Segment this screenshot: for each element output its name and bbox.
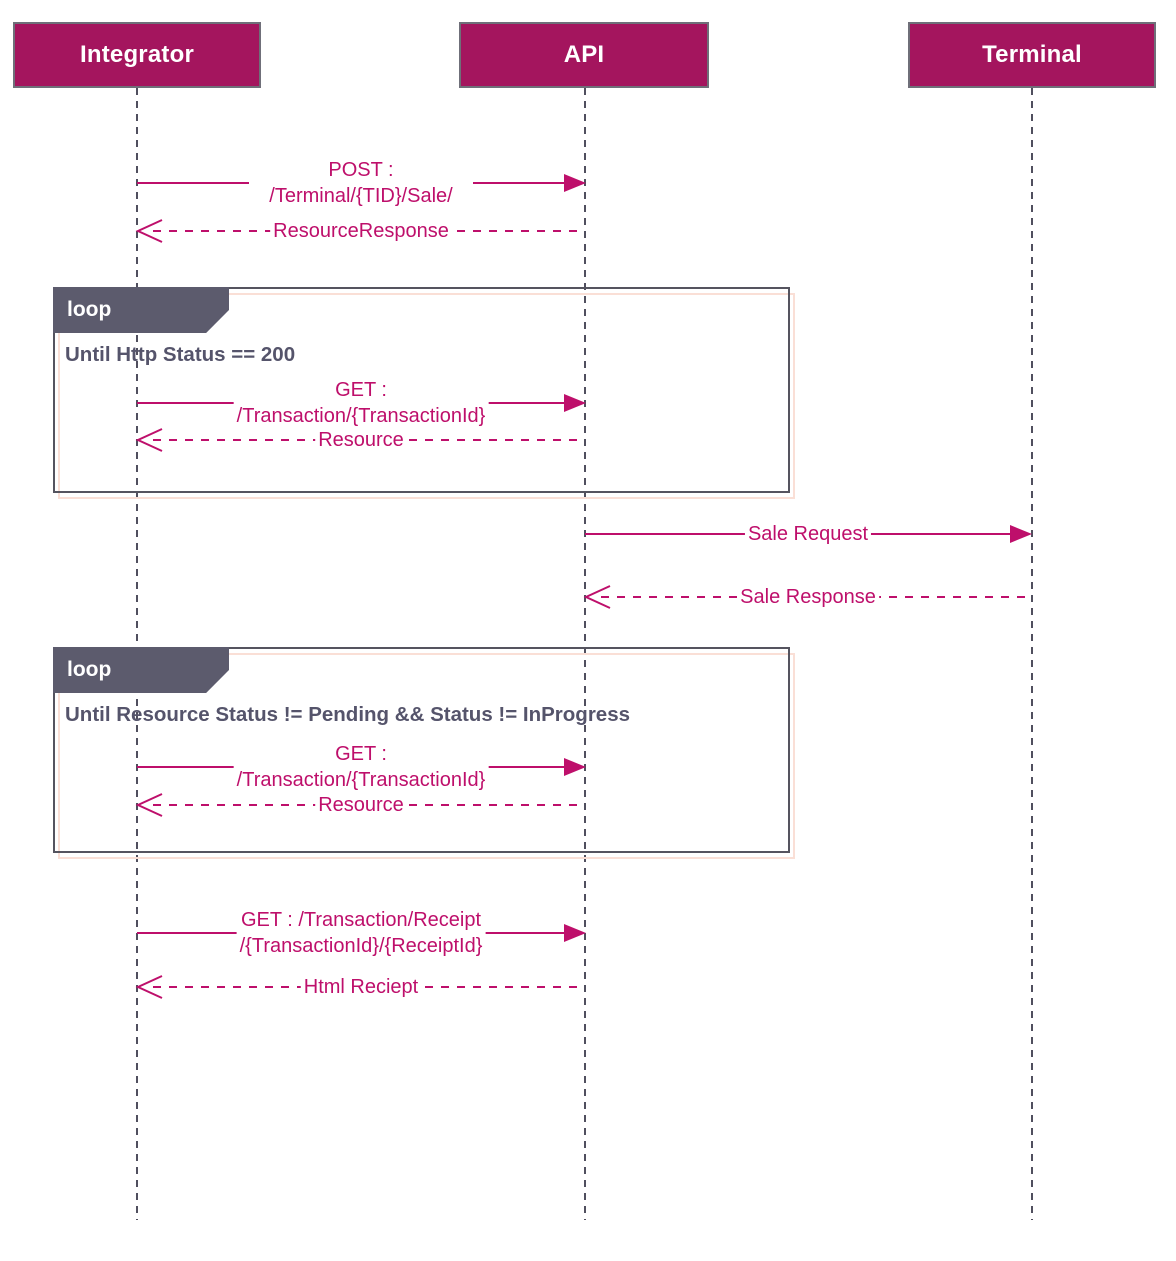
message-label: Resource (315, 792, 407, 818)
filled-arrowhead-icon (564, 924, 586, 942)
loop-1-shadow (58, 293, 795, 499)
open-arrowhead-icon (135, 428, 163, 452)
loop-fragment-1: loop Until Http Status == 200 (53, 287, 790, 493)
message-label: Sale Request (744, 521, 872, 547)
filled-arrowhead-icon (1010, 525, 1032, 543)
open-arrowhead-icon (583, 585, 611, 609)
loop-operator-label: loop (67, 298, 112, 321)
filled-arrowhead-icon (564, 758, 586, 776)
loop-fragment-2: loop Until Resource Status != Pending &&… (53, 647, 790, 853)
loop-2-shadow (58, 653, 795, 859)
participant-terminal: Terminal (908, 22, 1156, 88)
participant-label: Integrator (79, 41, 194, 68)
message-label: Html Reciept (300, 974, 422, 1000)
open-arrowhead-icon (135, 793, 163, 817)
message-label: GET : /Transaction/{TransactionId} (233, 741, 489, 793)
loop-operator-label: loop (67, 658, 112, 681)
message-label: GET : /Transaction/Receipt /{Transaction… (236, 907, 486, 959)
participant-api: API (459, 22, 709, 88)
message-label: POST : /Terminal/{TID}/Sale/ (249, 157, 473, 209)
lifeline-terminal (1031, 88, 1033, 1220)
filled-arrowhead-icon (564, 174, 586, 192)
participant-integrator: Integrator (13, 22, 261, 88)
open-arrowhead-icon (135, 219, 163, 243)
message-label: Resource (315, 427, 407, 453)
participant-label: API (563, 41, 605, 68)
participant-label: Terminal (982, 41, 1082, 68)
open-arrowhead-icon (135, 975, 163, 999)
loop-guard: Until Http Status == 200 (65, 343, 296, 366)
message-label: GET : /Transaction/{TransactionId} (233, 377, 489, 429)
message-label: Sale Response (737, 584, 879, 610)
message-label: ResourceResponse (270, 218, 452, 244)
filled-arrowhead-icon (564, 394, 586, 412)
loop-guard: Until Resource Status != Pending && Stat… (65, 703, 631, 726)
loop-operator-tab: loop (53, 647, 229, 693)
loop-operator-tab: loop (53, 287, 229, 333)
